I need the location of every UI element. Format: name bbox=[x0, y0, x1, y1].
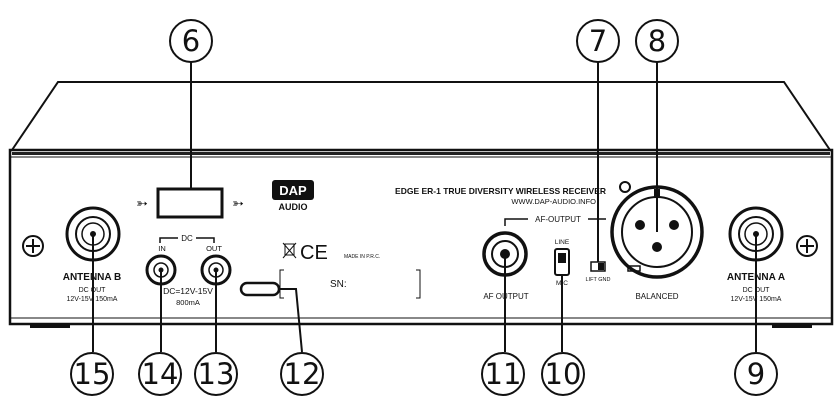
serial-box bbox=[279, 269, 421, 299]
infrared-left-icon: ➳ bbox=[136, 195, 148, 211]
svg-text:12: 12 bbox=[284, 357, 321, 391]
small-screw-icon bbox=[619, 181, 631, 193]
model-name: EDGE ER-1 TRUE DIVERSITY WIRELESS RECEIV… bbox=[395, 186, 606, 196]
callout-11: 11 bbox=[481, 352, 525, 396]
af-output-group-label: AF-OUTPUT bbox=[535, 215, 581, 224]
callout-13: 13 bbox=[194, 352, 238, 396]
dc-in-label: IN bbox=[158, 244, 166, 253]
chassis-panel bbox=[8, 148, 834, 326]
callout-14: 14 bbox=[138, 352, 182, 396]
callout-leaders bbox=[92, 62, 757, 353]
dc-spec-voltage: DC=12V-15V bbox=[163, 286, 213, 296]
svg-text:13: 13 bbox=[198, 357, 235, 391]
dc-group-bracket bbox=[159, 237, 215, 243]
svg-text:10: 10 bbox=[545, 357, 582, 391]
screw-right bbox=[796, 235, 818, 257]
dc-spec-current: 800mA bbox=[176, 298, 200, 307]
made-in-label: MADE IN P.R.C. bbox=[344, 254, 380, 260]
svg-text:8: 8 bbox=[648, 24, 666, 58]
logo-top-text: DAP bbox=[279, 183, 307, 198]
callout-7: 7 bbox=[576, 19, 620, 63]
callout-15: 15 bbox=[70, 352, 114, 396]
website: WWW.DAP-AUDIO.INFO bbox=[511, 197, 596, 206]
callout-10: 10 bbox=[541, 352, 585, 396]
svg-text:11: 11 bbox=[485, 357, 522, 391]
serial-label: SN: bbox=[330, 279, 347, 290]
dap-audio-logo: DAP AUDIO bbox=[272, 180, 314, 212]
balanced-label: BALANCED bbox=[635, 292, 678, 301]
infrared-right-icon: ➳ bbox=[232, 195, 244, 211]
ce-mark: CE bbox=[300, 242, 328, 264]
line-label: LINE bbox=[555, 239, 570, 246]
callout-6: 6 bbox=[169, 19, 213, 63]
callout-8: 8 bbox=[635, 19, 679, 63]
weee-bin-icon bbox=[282, 242, 297, 259]
screw-left bbox=[22, 235, 44, 257]
callout-12: 12 bbox=[280, 352, 324, 396]
dc-group-label: DC bbox=[181, 234, 193, 243]
svg-text:14: 14 bbox=[142, 357, 179, 391]
logo-bottom-text: AUDIO bbox=[279, 202, 308, 212]
callout-9: 9 bbox=[734, 352, 778, 396]
chassis-feet bbox=[30, 324, 812, 328]
dc-out-label: OUT bbox=[206, 244, 222, 253]
svg-text:7: 7 bbox=[589, 24, 607, 58]
svg-text:9: 9 bbox=[747, 357, 765, 391]
af-output-jack-label: AF OUTPUT bbox=[483, 292, 528, 301]
svg-text:6: 6 bbox=[182, 24, 200, 58]
svg-text:15: 15 bbox=[74, 357, 111, 391]
lift-gnd-label: LIFT GND bbox=[586, 277, 611, 283]
chassis-top bbox=[11, 81, 831, 151]
